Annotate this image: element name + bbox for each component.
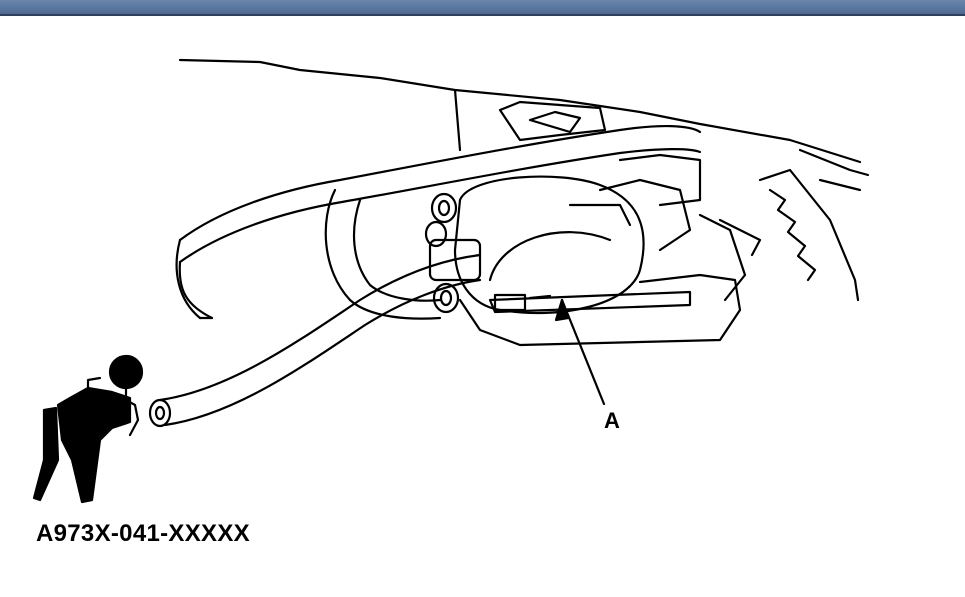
bracket-tray — [458, 273, 742, 347]
tool-part-number: A973X-041-XXXXX — [36, 520, 250, 547]
gauge — [108, 354, 144, 390]
long-hose — [178, 124, 702, 242]
test-hose — [158, 253, 482, 402]
header-bar — [0, 0, 965, 16]
callout-leader — [560, 298, 606, 406]
pump-housing — [453, 175, 645, 315]
vacuum-pump-tool — [56, 386, 132, 504]
frame-ribs — [758, 168, 860, 302]
loop-hose — [324, 188, 442, 320]
body-outline — [178, 58, 862, 164]
callout-label-a: A — [604, 408, 620, 433]
vacuum-pump-diagram — [32, 58, 870, 504]
